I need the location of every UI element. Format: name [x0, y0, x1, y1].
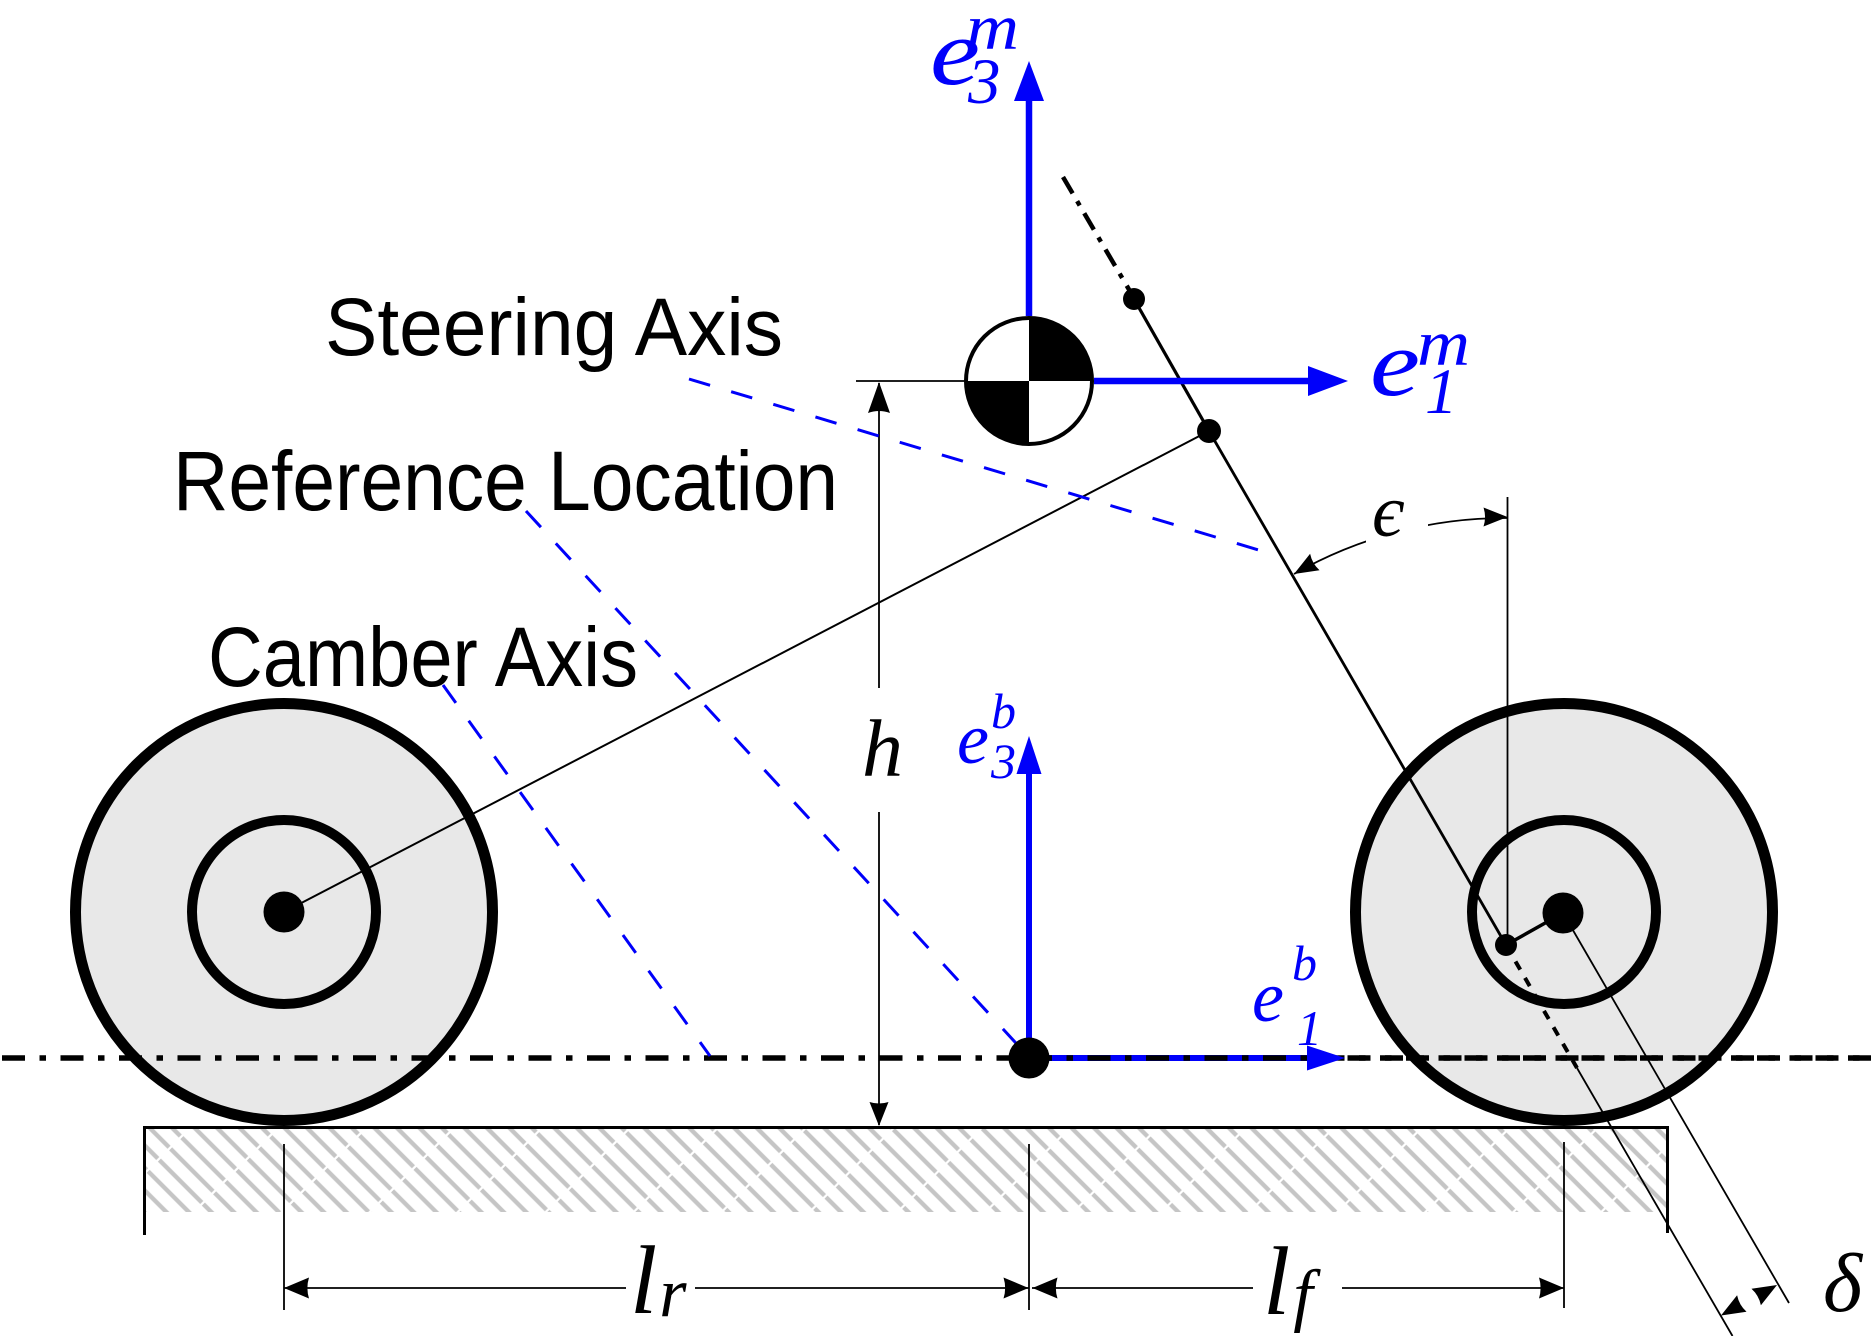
svg-text:e: e	[930, 1, 980, 105]
svg-text:b: b	[991, 683, 1016, 739]
svg-text:e: e	[1252, 957, 1284, 1037]
svg-text:Steering Axis: Steering Axis	[325, 282, 783, 373]
svg-text:m: m	[966, 0, 1019, 64]
svg-text:h: h	[862, 703, 903, 794]
svg-text:b: b	[1292, 935, 1317, 991]
svg-text:Camber Axis: Camber Axis	[208, 610, 638, 704]
svg-text:e: e	[957, 699, 989, 779]
svg-text:Reference Location: Reference Location	[173, 434, 838, 528]
svg-text:1: 1	[1297, 1000, 1322, 1056]
svg-text:1: 1	[1425, 356, 1458, 428]
svg-text:m: m	[1417, 308, 1470, 380]
svg-text:3: 3	[967, 46, 1001, 118]
svg-text:3: 3	[990, 733, 1016, 789]
svg-text:e: e	[1370, 312, 1420, 416]
svg-text:є: є	[1372, 471, 1405, 553]
svg-text:δ: δ	[1823, 1237, 1864, 1330]
